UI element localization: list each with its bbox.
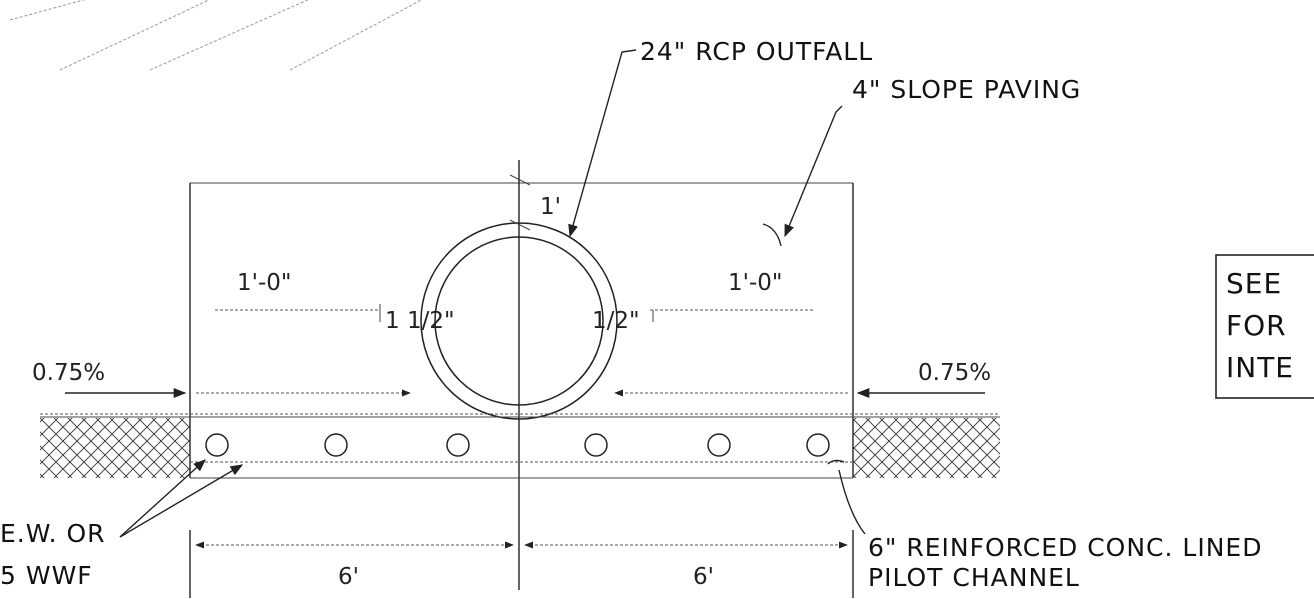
rebar-circles (205, 433, 830, 457)
see-note-line3: INTE (1226, 351, 1294, 384)
cover-dimension-text: 1' (540, 194, 561, 220)
reinf-line2: 5 WWF (0, 561, 93, 590)
offset-left-text: 1'-0" (237, 270, 291, 296)
width-right-text: 6' (693, 564, 714, 590)
slope-right: 0.75% (614, 360, 991, 399)
earth-hatch-right (853, 418, 1000, 478)
slope-left: 0.75% (32, 360, 411, 399)
pilot-channel-line1: 6" REINFORCED CONC. LINED (868, 533, 1262, 562)
reinf-line1: E.W. OR (0, 519, 106, 548)
see-note-line1: SEE (1226, 267, 1282, 300)
slope-left-text: 0.75% (32, 360, 105, 386)
left-offset-dimension: 1'-0" 1 1/2" (215, 270, 455, 334)
slope-paving-callout: 4" SLOPE PAVING (762, 75, 1081, 247)
slope-right-text: 0.75% (918, 360, 991, 386)
width-left-text: 6' (338, 564, 359, 590)
width-dimension: 6' 6' (189, 530, 854, 598)
pilot-channel-line2: PILOT CHANNEL (868, 563, 1080, 592)
rcp-outfall-label: 24" RCP OUTFALL (640, 37, 873, 66)
earth-hatch-left (40, 418, 190, 478)
pilot-channel-slab (40, 413, 1000, 479)
background-hatching (9, 0, 423, 71)
half-inch-left-text: 1 1/2" (385, 308, 455, 334)
slope-paving-label: 4" SLOPE PAVING (852, 75, 1081, 104)
cover-dimension: 1' (509, 174, 561, 231)
see-note-line2: FOR (1226, 309, 1287, 342)
slope-paving-outline (189, 182, 854, 478)
reinforcement-callout: E.W. OR 5 WWF (0, 459, 244, 590)
pilot-channel-callout: 6" REINFORCED CONC. LINED PILOT CHANNEL (827, 459, 1262, 592)
right-offset-dimension: 1'-0" 1/2" (592, 270, 815, 334)
half-inch-right-text: 1/2" (592, 308, 640, 334)
rcp-outfall-callout: 24" RCP OUTFALL (568, 37, 873, 238)
see-note-box: SEE FOR INTE (1215, 254, 1314, 399)
offset-right-text: 1'-0" (728, 270, 782, 296)
rcp-pipe (420, 222, 618, 420)
